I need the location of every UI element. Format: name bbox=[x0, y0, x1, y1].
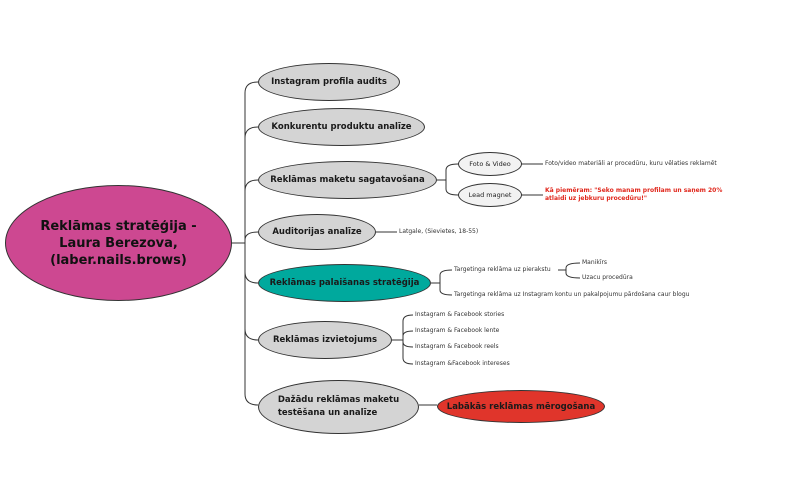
connector-b6-c4 bbox=[402, 340, 414, 365]
branch-ad-mockups-label: Reklāmas maketu sagatavošana bbox=[270, 175, 425, 185]
connector-b5-c1-b bbox=[565, 270, 581, 279]
node-best-ad-scaling[interactable]: Labākās reklāmas mērogošana bbox=[437, 390, 605, 423]
branch-ad-placement[interactable]: Reklāmas izvietojums bbox=[258, 321, 392, 359]
leaf-placement-stories: Instagram & Facebook stories bbox=[415, 311, 505, 318]
branch-audience-analysis-label: Auditorijas analīze bbox=[272, 227, 362, 237]
branch-audience-analysis[interactable]: Auditorijas analīze bbox=[258, 214, 376, 250]
connector-branch-6 bbox=[244, 243, 259, 341]
branch-competitor-analysis-label: Konkurentu produktu analīze bbox=[271, 122, 412, 132]
branch-launch-strategy[interactable]: Reklāmas palaišanas stratēģija bbox=[258, 264, 431, 302]
connector-branch-2 bbox=[244, 126, 259, 243]
root-node[interactable]: Reklāmas stratēģija - Laura Berezova, (l… bbox=[5, 185, 232, 301]
connector-b6-c1 bbox=[402, 314, 414, 340]
node-best-ad-scaling-label: Labākās reklāmas mērogošana bbox=[446, 401, 596, 412]
connector-b5-c2 bbox=[439, 283, 453, 296]
connector-branch-7 bbox=[244, 243, 259, 406]
connector-b5-c1 bbox=[439, 269, 453, 283]
branch-ad-testing-label: Dažādu reklāmas maketu testēšana un anal… bbox=[277, 395, 400, 418]
branch-ad-placement-label: Reklāmas izvietojums bbox=[272, 335, 378, 345]
leaf-brow-procedure: Uzacu procedūra bbox=[582, 274, 633, 281]
leaf-targeting-instagram: Targetinga reklāma uz Instagram kontu un… bbox=[454, 291, 690, 298]
connector-b3-c1 bbox=[445, 163, 459, 180]
child-lead-magnet[interactable]: Lead magnet bbox=[458, 183, 522, 207]
child-photo-video-label: Foto & Video bbox=[469, 160, 511, 168]
leaf-placement-feed: Instagram & Facebook lente bbox=[415, 327, 500, 334]
connector-b3-c2 bbox=[445, 180, 459, 196]
connector-branch-5 bbox=[244, 243, 259, 284]
branch-ad-mockups[interactable]: Reklāmas maketu sagatavošana bbox=[258, 161, 437, 199]
note-lead-magnet: Kā piemēram: "Seko manam profilam un saņ… bbox=[545, 187, 723, 202]
branch-ad-testing[interactable]: Dažādu reklāmas maketu testēšana un anal… bbox=[258, 380, 419, 434]
leaf-targeting-booking: Targetinga reklāma uz pierakstu bbox=[454, 266, 551, 273]
root-node-text: Reklāmas stratēģija - Laura Berezova, (l… bbox=[40, 218, 197, 268]
branch-instagram-audit-label: Instagram profila audits bbox=[271, 77, 387, 87]
branch-launch-strategy-label: Reklāmas palaišanas stratēģija bbox=[269, 278, 420, 288]
leaf-manicure: Manikīrs bbox=[582, 259, 608, 266]
connector-b6-c3 bbox=[402, 340, 414, 348]
connector-b6-c2 bbox=[402, 330, 414, 340]
leaf-placement-interests: Instagram &Facebook intereses bbox=[415, 360, 510, 367]
connector-b5-c1-a bbox=[565, 262, 581, 270]
connector-branch-4 bbox=[244, 231, 259, 243]
branch-instagram-audit[interactable]: Instagram profila audits bbox=[258, 63, 400, 101]
child-lead-magnet-label: Lead magnet bbox=[468, 191, 512, 199]
branch-competitor-analysis[interactable]: Konkurentu produktu analīze bbox=[258, 108, 425, 146]
leaf-placement-reels: Instagram & Facebook reels bbox=[415, 343, 499, 350]
note-audience: Latgale, (Sievietes, 18-55) bbox=[399, 228, 479, 235]
connector-branch-3 bbox=[244, 179, 259, 243]
connector-branch-1 bbox=[244, 81, 259, 243]
child-photo-video[interactable]: Foto & Video bbox=[458, 152, 522, 176]
note-photo-video: Foto/video materiāli ar procedūru, kuru … bbox=[545, 160, 717, 167]
